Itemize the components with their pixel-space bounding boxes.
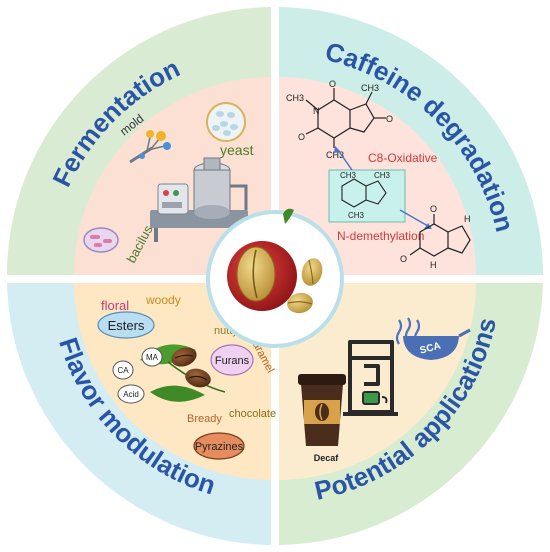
acid-label: Acid — [123, 390, 139, 399]
atom-ch3-1: CH3 — [286, 93, 304, 103]
atom-ch3-6: CH3 — [348, 211, 365, 220]
theacrine-structure — [305, 88, 386, 148]
ma-label: MA — [146, 353, 159, 362]
pyrazines-label: Pyrazines — [195, 441, 244, 453]
atom-ch3-2: CH3 — [361, 83, 379, 93]
atom-h-1: H — [464, 214, 471, 224]
pyrazines-badge: Pyrazines — [193, 432, 245, 460]
bioreactor-icon — [150, 157, 248, 242]
xanthine-atoms: O H O H — [400, 204, 471, 270]
atom-ch3-3: CH3 — [326, 150, 344, 160]
atom-ch3-5: CH3 — [374, 171, 391, 180]
demethylation-arrow — [399, 209, 429, 227]
furans-label: Furans — [215, 355, 250, 367]
furans-badge: Furans — [210, 344, 254, 376]
xanthine-structure — [409, 214, 471, 257]
yeast-label: yeast — [220, 142, 254, 158]
atom-h-2: H — [430, 260, 437, 270]
atom-n-1: N — [313, 106, 320, 116]
oxidative-arrow — [337, 149, 353, 171]
theacrine-atoms: CH3 N O CH3 O O CH3 — [286, 79, 393, 160]
ca-label: CA — [117, 366, 129, 375]
demethylation-label: N-demethylation — [337, 229, 424, 243]
woody-label: woody — [145, 293, 181, 307]
roasted-beans-icon — [171, 347, 211, 388]
esters-label: Esters — [108, 318, 145, 333]
coffee-cherry-icon — [227, 208, 297, 311]
chocolate-label: chocolate — [229, 408, 276, 420]
oxidative-label: C8-Oxidative — [368, 151, 438, 165]
green-beans-icon — [287, 258, 323, 314]
atom-o-5: O — [400, 254, 407, 264]
atom-o-1: O — [329, 79, 336, 89]
mold-icon — [129, 130, 171, 164]
atom-o-4: O — [430, 204, 437, 214]
acid-badge: Acid — [117, 384, 145, 404]
coffee-machine-icon — [343, 340, 398, 416]
bready-label: Bready — [187, 413, 222, 425]
caffeine-box: CH3 CH3 CH3 — [328, 169, 406, 223]
floral-label: floral — [101, 298, 129, 313]
ca-badge: CA — [112, 360, 134, 380]
atom-o-3: O — [386, 114, 393, 124]
atom-o-2: O — [298, 132, 305, 142]
decaf-label: Decaf — [314, 453, 340, 463]
ma-badge: MA — [141, 347, 163, 367]
esters-badge: Esters — [97, 311, 155, 339]
bacilus-icon — [83, 227, 119, 253]
yeast-icon — [206, 102, 246, 142]
sca-bowl-icon: SCA — [403, 328, 471, 360]
atom-ch3-4: CH3 — [340, 171, 357, 180]
sca-label: SCA — [419, 341, 442, 357]
decaf-cup-icon — [298, 374, 346, 446]
